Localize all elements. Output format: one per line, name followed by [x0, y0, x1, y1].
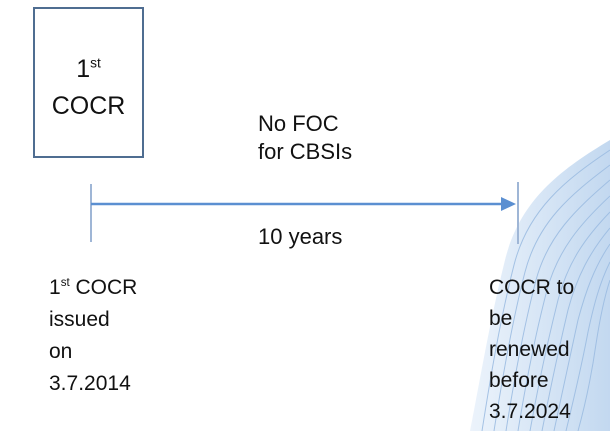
arrow-top-label-line2: for CBSIs [258, 139, 353, 164]
duration-label: 10 years [258, 224, 343, 249]
box-ordinal-superscript: st [90, 55, 101, 71]
start-caption-line1: 1st COCR [49, 276, 138, 299]
end-caption-line3: renewed [489, 338, 570, 361]
box-ordinal: 1st [76, 55, 101, 83]
arrow-top-label: No FOC for CBSIs [258, 110, 352, 166]
end-caption-line5: 3.7.2024 [489, 400, 571, 423]
start-caption-line4: 3.7.2014 [49, 372, 131, 395]
arrow-top-label-line1: No FOC [258, 111, 339, 136]
start-caption-superscript: st [60, 277, 70, 289]
end-caption-line4: before [489, 369, 549, 392]
end-caption: COCR to be renewed before 3.7.2024 [489, 272, 574, 427]
first-cocr-box: 1st COCR [33, 7, 144, 158]
end-caption-line2: be [489, 307, 513, 330]
box-title: COCR [51, 92, 126, 120]
end-caption-line1: COCR to [489, 276, 575, 299]
start-caption-line3: on [49, 340, 73, 363]
start-tick [90, 184, 92, 242]
start-caption: 1st COCR issued on 3.7.2014 [49, 272, 137, 400]
end-tick [517, 182, 519, 244]
start-caption-line2: issued [49, 308, 110, 331]
